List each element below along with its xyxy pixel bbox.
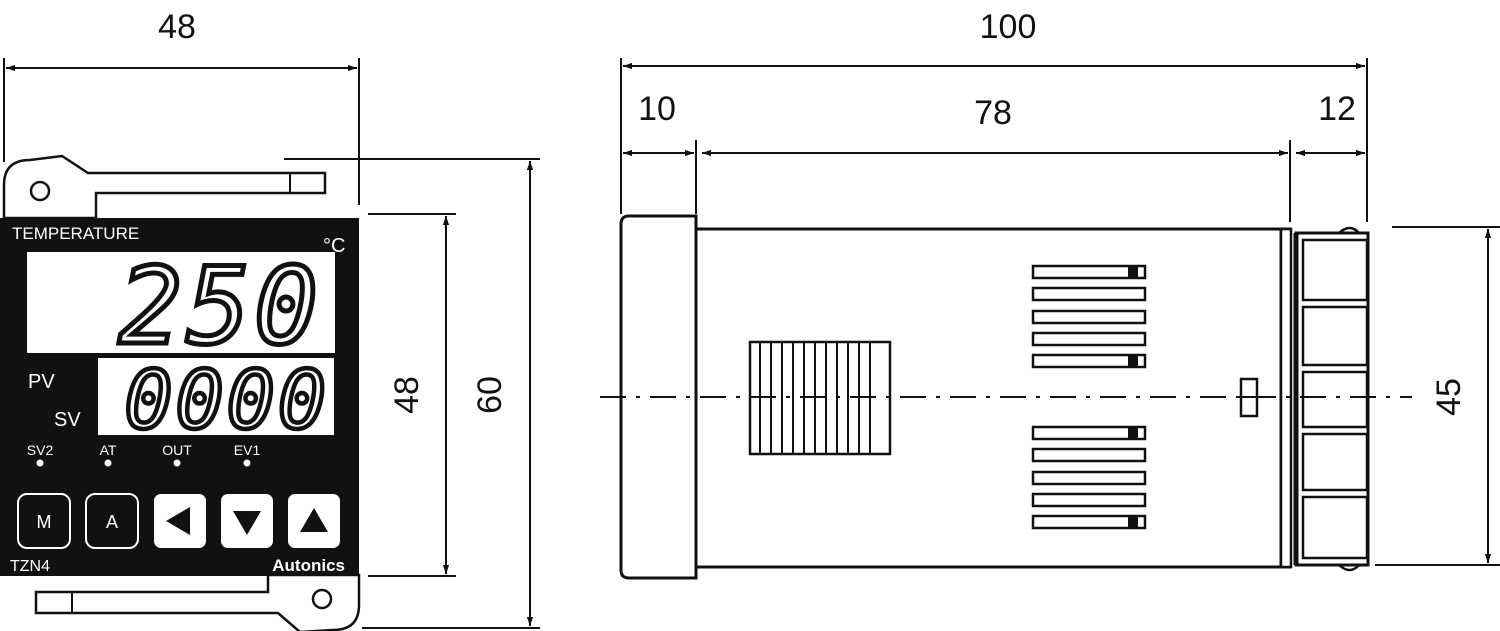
up-button[interactable] bbox=[288, 494, 340, 548]
indicator-led-icon bbox=[36, 459, 44, 467]
front-view: 48 TEMPERATURE °C 250 0000 PV SV SV2 bbox=[0, 8, 540, 631]
dim-side-body-label: 78 bbox=[974, 94, 1012, 132]
dim-front-panel-height: 48 bbox=[368, 213, 456, 577]
indicator-ev1: EV1 bbox=[234, 442, 261, 458]
mount-hole-icon bbox=[29, 180, 51, 202]
side-view: 100 10 78 12 bbox=[600, 8, 1500, 580]
auto-button[interactable]: A bbox=[85, 493, 139, 549]
dim-front-width-label: 48 bbox=[158, 8, 196, 46]
auto-button-label: A bbox=[106, 512, 118, 532]
indicator-led-icon bbox=[104, 459, 112, 467]
mode-button[interactable]: M bbox=[17, 493, 71, 549]
sv-label: SV bbox=[54, 409, 81, 431]
indicator-led-icon bbox=[173, 459, 181, 467]
dim-front-panel-height-label: 48 bbox=[388, 376, 426, 414]
unit-label: °C bbox=[323, 235, 345, 257]
triangle-left-icon bbox=[166, 507, 190, 535]
down-button[interactable] bbox=[221, 494, 273, 548]
dim-side-rear-label: 12 bbox=[1318, 90, 1356, 128]
dim-side-total: 100 bbox=[623, 8, 1365, 70]
indicator-out: OUT bbox=[162, 442, 192, 458]
top-bracket bbox=[2, 154, 327, 220]
bottom-bracket bbox=[34, 573, 361, 631]
pv-value: 250 bbox=[119, 245, 322, 368]
indicator-at: AT bbox=[100, 442, 117, 458]
triangle-up-icon bbox=[300, 508, 328, 532]
pv-display bbox=[27, 252, 335, 353]
lower-latch-slots bbox=[1031, 425, 1147, 530]
dim-side-bezel-label: 10 bbox=[638, 90, 676, 128]
indicator-led-icon bbox=[243, 459, 251, 467]
sv-value: 0000 bbox=[124, 354, 329, 447]
dim-side-height: 45 bbox=[1375, 226, 1500, 566]
dim-side-bezel: 10 bbox=[623, 90, 694, 157]
dim-side-total-label: 100 bbox=[980, 8, 1037, 46]
dim-front-total-height-label: 60 bbox=[471, 376, 509, 414]
mount-hole-icon bbox=[311, 588, 333, 610]
pv-label: PV bbox=[28, 371, 55, 393]
brand-logo: Autonics bbox=[272, 556, 345, 575]
model-label: TZN4 bbox=[10, 558, 50, 575]
dim-front-width: 48 bbox=[3, 8, 360, 205]
rear-terminal-block bbox=[1293, 226, 1370, 572]
left-button[interactable] bbox=[154, 494, 206, 548]
indicator-sv2: SV2 bbox=[27, 442, 54, 458]
dim-front-total-height: 60 bbox=[284, 158, 540, 629]
dim-side-rear: 12 bbox=[1296, 90, 1365, 157]
triangle-down-icon bbox=[233, 511, 261, 535]
dim-side-height-label: 45 bbox=[1430, 378, 1468, 416]
mode-button-label: M bbox=[37, 512, 52, 532]
dim-side-body: 78 bbox=[702, 94, 1288, 157]
upper-latch-slots bbox=[1031, 264, 1147, 369]
temperature-label: TEMPERATURE bbox=[12, 224, 139, 243]
sv-display bbox=[98, 358, 334, 435]
indicator-group: SV2 AT OUT EV1 bbox=[27, 442, 261, 467]
